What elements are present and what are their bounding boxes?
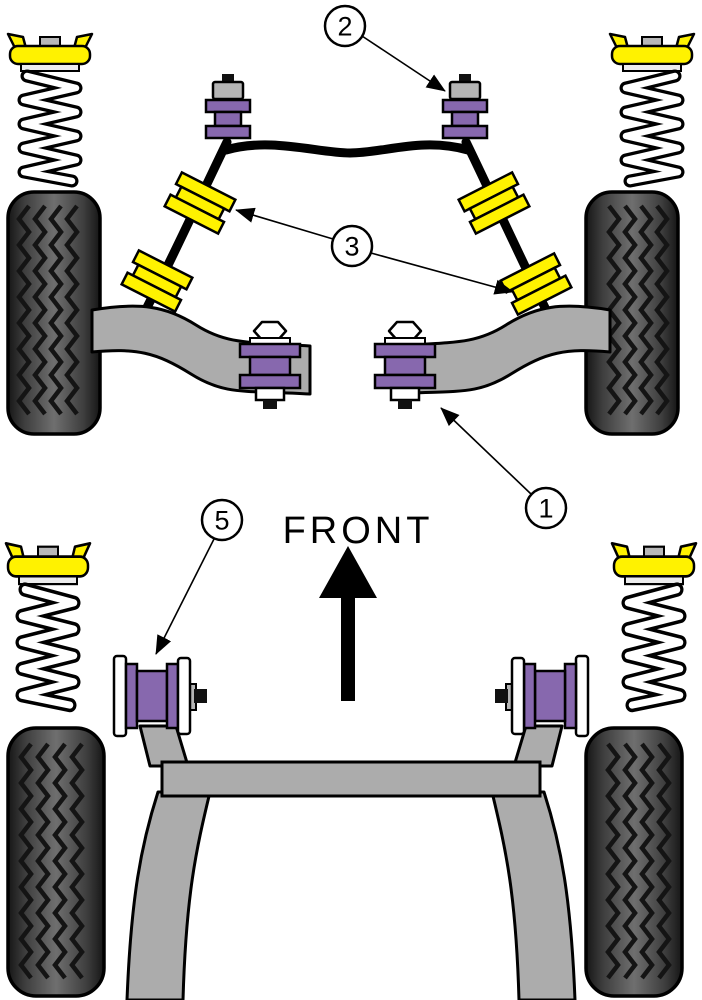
arb-mount-bush-left bbox=[204, 72, 252, 140]
rear-beam-bush-left bbox=[112, 654, 209, 738]
drop-link-bush-upper-right bbox=[457, 171, 531, 235]
drop-link-bush-upper-left bbox=[163, 171, 237, 235]
callout-1: 1 bbox=[440, 407, 568, 530]
arb-mount-bush-right bbox=[441, 72, 489, 140]
anti-roll-bar-tube bbox=[221, 140, 473, 158]
drop-link-bush-lower-left bbox=[120, 249, 194, 313]
lower-arm-bush-left bbox=[238, 320, 302, 411]
callout-5-circle bbox=[200, 498, 244, 542]
callout-1-number: 1 bbox=[538, 494, 553, 524]
rear-left-spring bbox=[6, 543, 90, 705]
callout-2-arrow bbox=[361, 35, 446, 92]
callout-1-circle bbox=[524, 486, 568, 530]
callout-3-arrow-right bbox=[370, 252, 514, 295]
front-suspension bbox=[8, 34, 694, 434]
lower-arm-bush-right bbox=[373, 320, 437, 411]
callout-3-circle bbox=[330, 224, 374, 268]
callout-2-circle bbox=[323, 4, 367, 48]
callout-1-arrow bbox=[440, 407, 532, 495]
front-label: FRONT bbox=[283, 510, 434, 552]
rear-suspension bbox=[6, 543, 696, 1000]
callout-2: 2 bbox=[323, 4, 446, 92]
callout-3-number: 3 bbox=[344, 232, 359, 262]
callout-5-arrow bbox=[155, 538, 215, 655]
callout-5: 5 bbox=[155, 498, 244, 655]
front-left-tire bbox=[8, 192, 100, 434]
front-lower-arms bbox=[90, 304, 612, 396]
front-right-spring bbox=[610, 34, 694, 181]
callout-3-arrow-left bbox=[235, 207, 334, 240]
rear-right-tire bbox=[586, 728, 682, 996]
front-left-spring bbox=[8, 34, 92, 181]
callout-5-number: 5 bbox=[214, 506, 229, 536]
rear-left-tire bbox=[8, 728, 104, 996]
callout-2-number: 2 bbox=[337, 12, 352, 42]
callout-3: 3 bbox=[235, 207, 514, 295]
rear-beam-bush-right bbox=[493, 654, 590, 738]
rear-right-spring bbox=[612, 543, 696, 705]
rear-beam bbox=[160, 760, 542, 798]
front-direction-arrow bbox=[319, 546, 377, 701]
